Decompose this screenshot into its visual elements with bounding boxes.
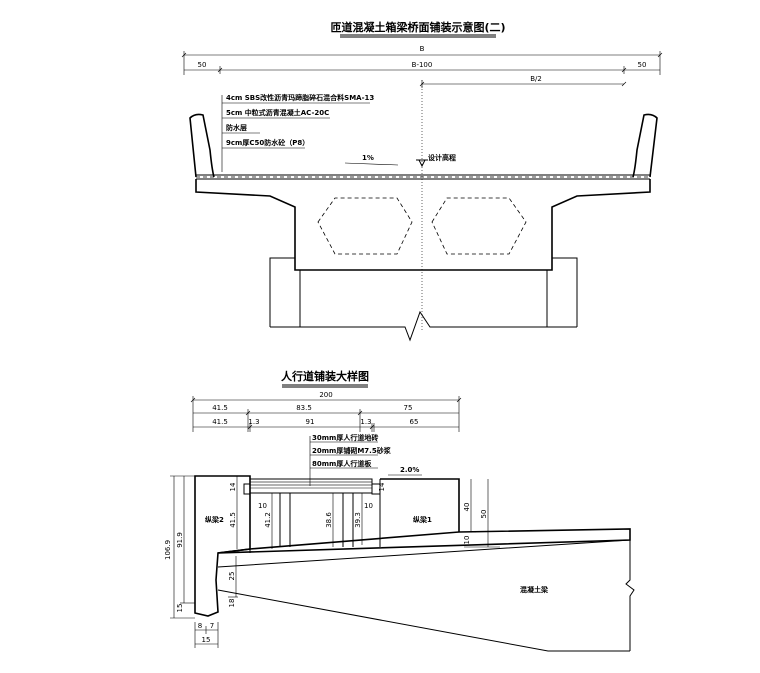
dim-half-b: B/2 [530,75,542,83]
design-elevation-text: 设计高程 [428,153,456,162]
vdim-14-a: 14 [229,482,237,491]
dim-83-5: 83.5 [296,404,312,412]
vertical-dimension-lines [170,475,500,619]
vdim-39-3: 39.3 [354,512,362,528]
top-slope-text: 1% [362,154,374,162]
sidewalk-structure [194,475,635,652]
vdim-14-b: 14 [378,482,386,491]
dim-b-100: B-100 [412,61,433,69]
sidewalk-layer-1: 30mm厚人行道地砖 [312,433,378,442]
dim-b: B [420,45,425,53]
layer-2-text: 5cm 中粒式沥青混凝土AC-20C [226,108,329,117]
hdim-7: 7 [210,622,214,630]
slope-arrow-line [344,162,399,166]
vdim-10-a: 10 [258,502,267,510]
vdim-10-c: 10 [463,536,471,545]
layer-4-text: 9cm厚C50防水砼（P8） [226,138,309,147]
bottom-dimension-lines [190,396,462,432]
vdim-50: 50 [480,510,488,519]
dim-1-3-a: 1.3 [248,418,259,426]
dim-1-3-b: 1.3 [360,418,371,426]
vdim-15: 15 [176,604,184,613]
top-figure-title: 匝道混凝土箱梁桥面铺装示意图(二) [330,20,505,34]
box-girder-section [189,113,658,342]
vdim-10-b: 10 [364,502,373,510]
dim-41-5-a: 41.5 [212,404,228,412]
beam-2-label: 纵梁2 [205,515,224,524]
sidewalk-slope: 2.0% [400,466,419,474]
dim-right-50: 50 [638,61,647,69]
dim-75: 75 [404,404,413,412]
bottom-figure-title: 人行道铺装大样图 [281,369,369,383]
sidewalk-layer-3: 80mm厚人行道板 [312,459,372,468]
sidewalk-leaders [309,436,378,486]
dim-91: 91 [306,418,315,426]
dim-65: 65 [410,418,419,426]
girder-label: 混凝土梁 [520,585,549,594]
hdim-8: 8 [198,622,202,630]
dim-41-5-b: 41.5 [212,418,228,426]
vdim-18: 18 [228,599,236,608]
beam-1-label: 纵梁1 [413,515,432,524]
layer-3-text: 防水层 [226,123,247,132]
vdim-41-5: 41.5 [229,512,237,528]
vdim-106-9: 106.9 [164,540,172,560]
vdim-41-2: 41.2 [264,512,272,528]
vdim-38-6: 38.6 [325,512,333,528]
layer-1-text: 4cm SBS改性沥青玛蹄脂碎石混合料SMA-13 [226,93,374,102]
hdim-15: 15 [202,636,211,644]
dim-200: 200 [319,391,332,399]
top-dimension-lines [181,51,663,88]
dim-left-50: 50 [198,61,207,69]
vdim-91-9: 91.9 [176,532,184,548]
bottom-horizontal-dims [194,622,219,648]
vdim-25: 25 [228,572,236,581]
sidewalk-layer-2: 20mm厚铺砌M7.5砂浆 [312,446,392,455]
layer-leaders [221,95,370,172]
elevation-marker [416,159,428,168]
vdim-40: 40 [463,503,471,512]
